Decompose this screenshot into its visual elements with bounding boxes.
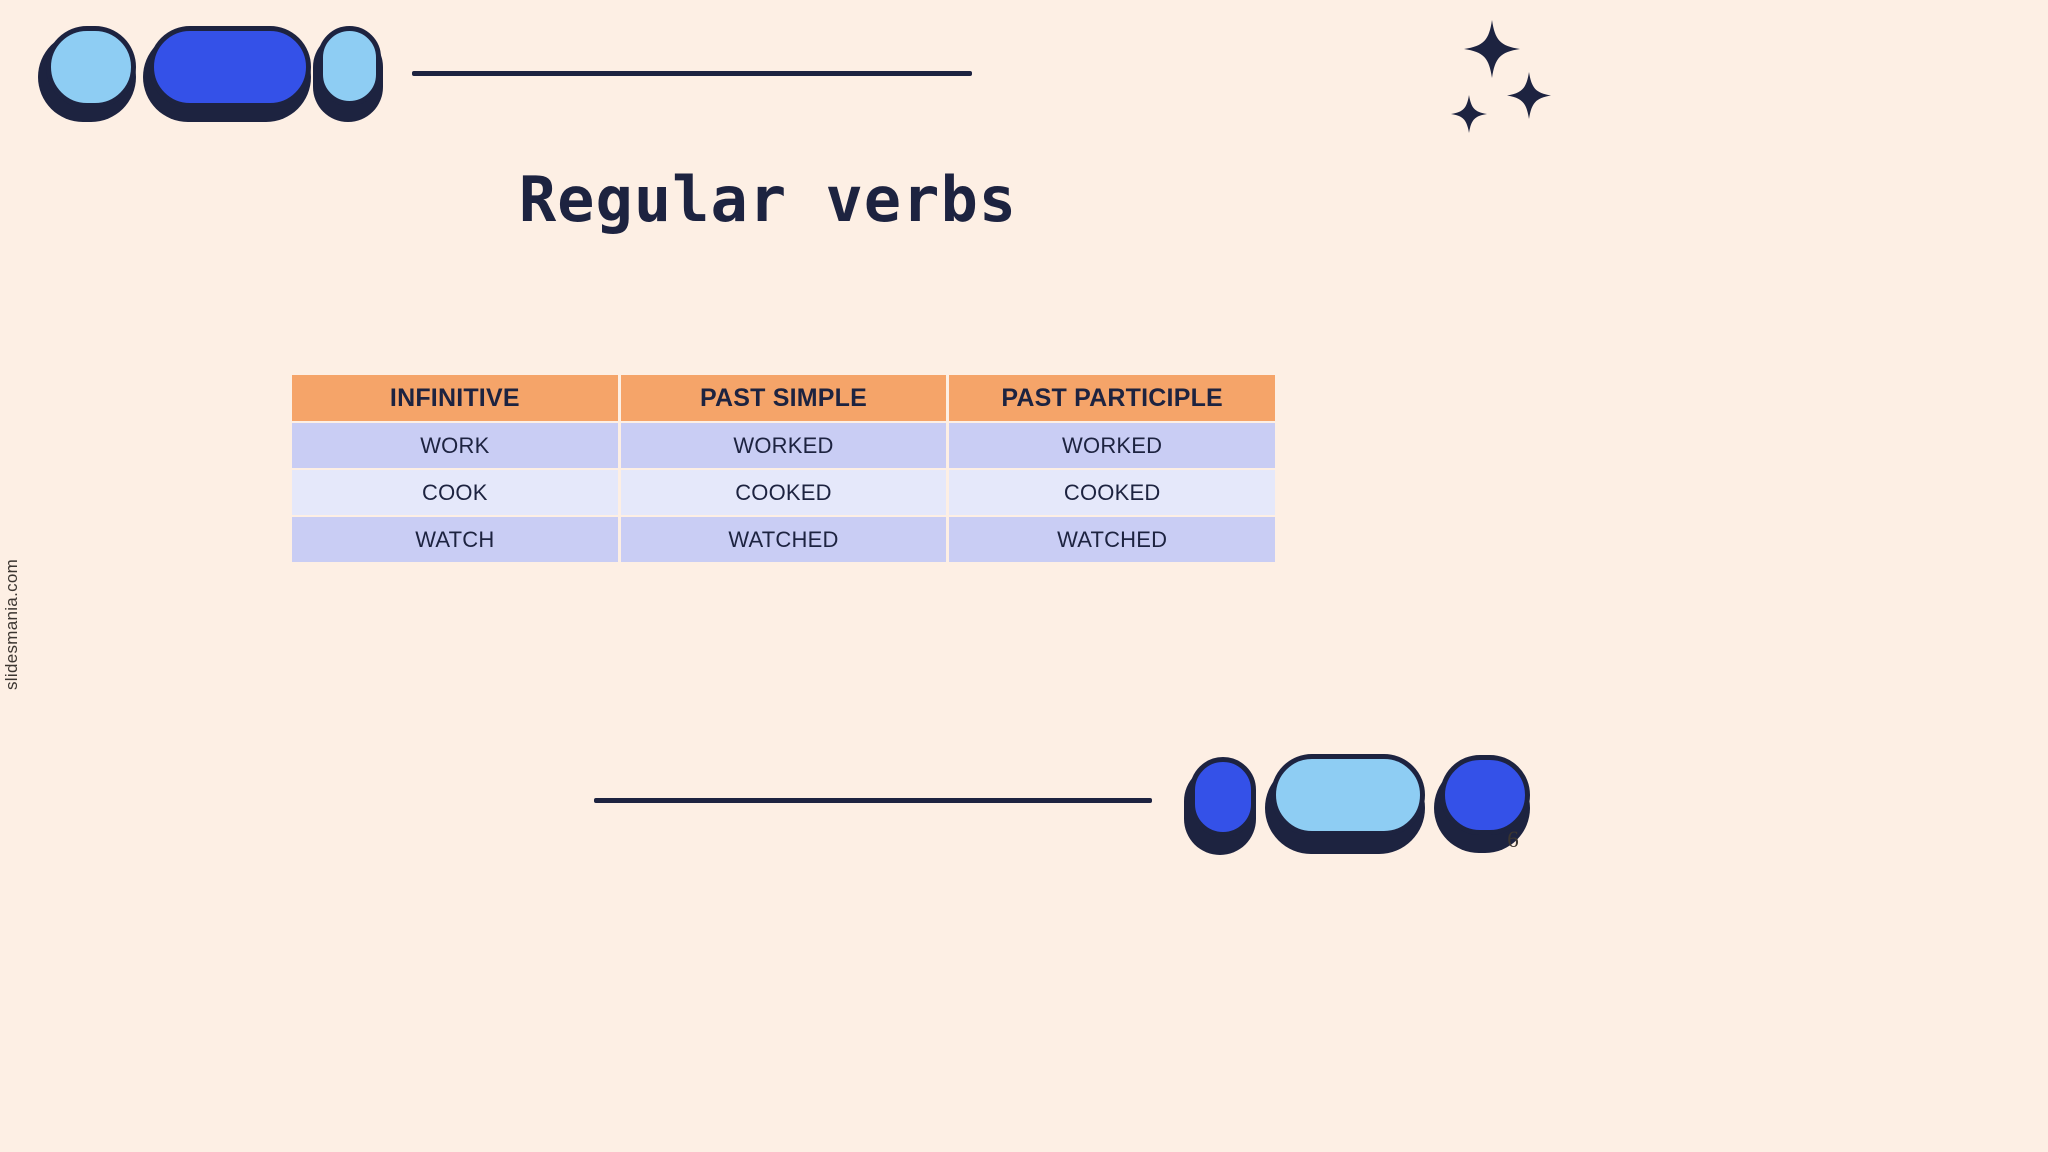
regular-verbs-table: INFINITIVE PAST SIMPLE PAST PARTICIPLE W… xyxy=(289,373,1278,564)
column-header-past-simple: PAST SIMPLE xyxy=(620,375,947,421)
table-row: WORK WORKED WORKED xyxy=(292,423,1275,468)
cell-past-simple: WORKED xyxy=(620,423,947,468)
decor-pill-blue-top-left xyxy=(143,26,311,122)
shape-face xyxy=(1190,757,1256,837)
sparkles-group xyxy=(1430,10,1560,135)
cell-infinitive: WATCH xyxy=(292,517,618,562)
table-body: WORK WORKED WORKED COOK COOKED COOKED WA… xyxy=(292,423,1275,562)
decor-circle-blue-bottom-right xyxy=(1184,757,1256,855)
page-title: Regular verbs xyxy=(518,163,1018,236)
divider-line-top xyxy=(412,71,972,76)
table-row: WATCH WATCHED WATCHED xyxy=(292,517,1275,562)
shape-face xyxy=(318,26,381,106)
decor-pill-light-blue-bottom-right xyxy=(1265,754,1425,854)
decor-circle-blue-bottom-right-2 xyxy=(1434,755,1530,853)
decor-circle-light-blue-top-left-2 xyxy=(313,26,383,122)
page-number: 6 xyxy=(1507,827,1519,852)
sparkle-icon xyxy=(1464,20,1520,78)
cell-past-participle: WORKED xyxy=(949,423,1275,468)
sparkle-icon xyxy=(1507,72,1551,119)
column-header-past-participle: PAST PARTICIPLE xyxy=(949,375,1275,421)
cell-infinitive: WORK xyxy=(292,423,618,468)
divider-line-bottom xyxy=(594,798,1152,803)
cell-past-simple: WATCHED xyxy=(620,517,947,562)
watermark-slidesmania: slidesmania.com xyxy=(2,558,21,690)
cell-past-simple: COOKED xyxy=(620,470,947,515)
shape-face xyxy=(1271,754,1425,836)
cell-past-participle: WATCHED xyxy=(949,517,1275,562)
decor-circle-light-blue-top-left xyxy=(38,26,136,122)
shape-face xyxy=(149,26,311,108)
table-header: INFINITIVE PAST SIMPLE PAST PARTICIPLE xyxy=(292,375,1275,421)
table-header-row: INFINITIVE PAST SIMPLE PAST PARTICIPLE xyxy=(292,375,1275,421)
shape-face xyxy=(46,26,136,108)
table-row: COOK COOKED COOKED xyxy=(292,470,1275,515)
column-header-infinitive: INFINITIVE xyxy=(292,375,618,421)
cell-past-participle: COOKED xyxy=(949,470,1275,515)
shape-face xyxy=(1440,755,1530,835)
sparkle-icon xyxy=(1451,95,1487,133)
cell-infinitive: COOK xyxy=(292,470,618,515)
